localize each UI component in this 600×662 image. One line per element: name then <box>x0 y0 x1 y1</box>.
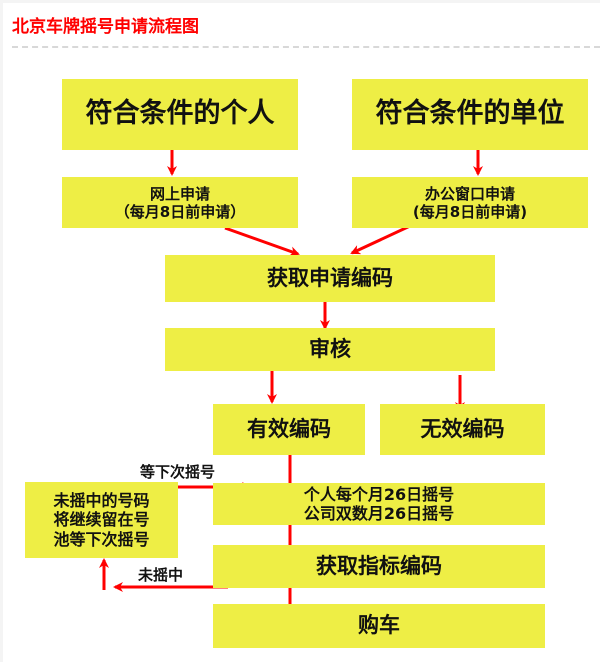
node-buy-car: 购车 <box>213 604 545 648</box>
node-online-apply: 网上申请 （每月8日前申请） <box>62 177 298 228</box>
node-invalid-code: 无效编码 <box>380 404 545 455</box>
title-divider <box>12 46 600 48</box>
label-wait-next: 等下次摇号 <box>140 463 216 481</box>
node-get-app-code: 获取申请编码 <box>165 255 495 302</box>
node-lottery: 个人每个月26日摇号 公司双数月26日摇号 <box>213 483 545 525</box>
arrow-online-code <box>224 226 300 257</box>
page-title: 北京车牌摇号申请流程图 <box>12 17 199 37</box>
node-valid-code: 有效编码 <box>213 404 365 455</box>
online-apply-line2: （每月8日前申请） <box>114 202 246 221</box>
office-apply-line1: 办公窗口申请 <box>424 184 515 203</box>
office-apply-line2: (每月8日前申请) <box>412 202 528 221</box>
lottery-line1: 个人每个月26日摇号 <box>303 484 455 504</box>
pool-line2: 将继续留在号 <box>53 510 150 530</box>
node-review: 审核 <box>165 328 495 371</box>
node-pool: 未摇中的号码 将继续留在号 池等下次摇号 <box>25 482 178 558</box>
label-not-drawn: 未摇中 <box>138 566 184 584</box>
node-office-apply: 办公窗口申请 (每月8日前申请) <box>352 177 588 228</box>
lottery-line2: 公司双数月26日摇号 <box>303 504 455 523</box>
arrow-office-code <box>350 224 411 255</box>
pool-line3: 池等下次摇号 <box>53 529 150 549</box>
node-get-quota-code: 获取指标编码 <box>213 545 545 588</box>
pool-line1: 未摇中的号码 <box>53 491 150 511</box>
online-apply-line1: 网上申请 <box>149 184 210 203</box>
node-individual: 符合条件的个人 <box>62 79 298 150</box>
node-company: 符合条件的单位 <box>352 79 588 150</box>
